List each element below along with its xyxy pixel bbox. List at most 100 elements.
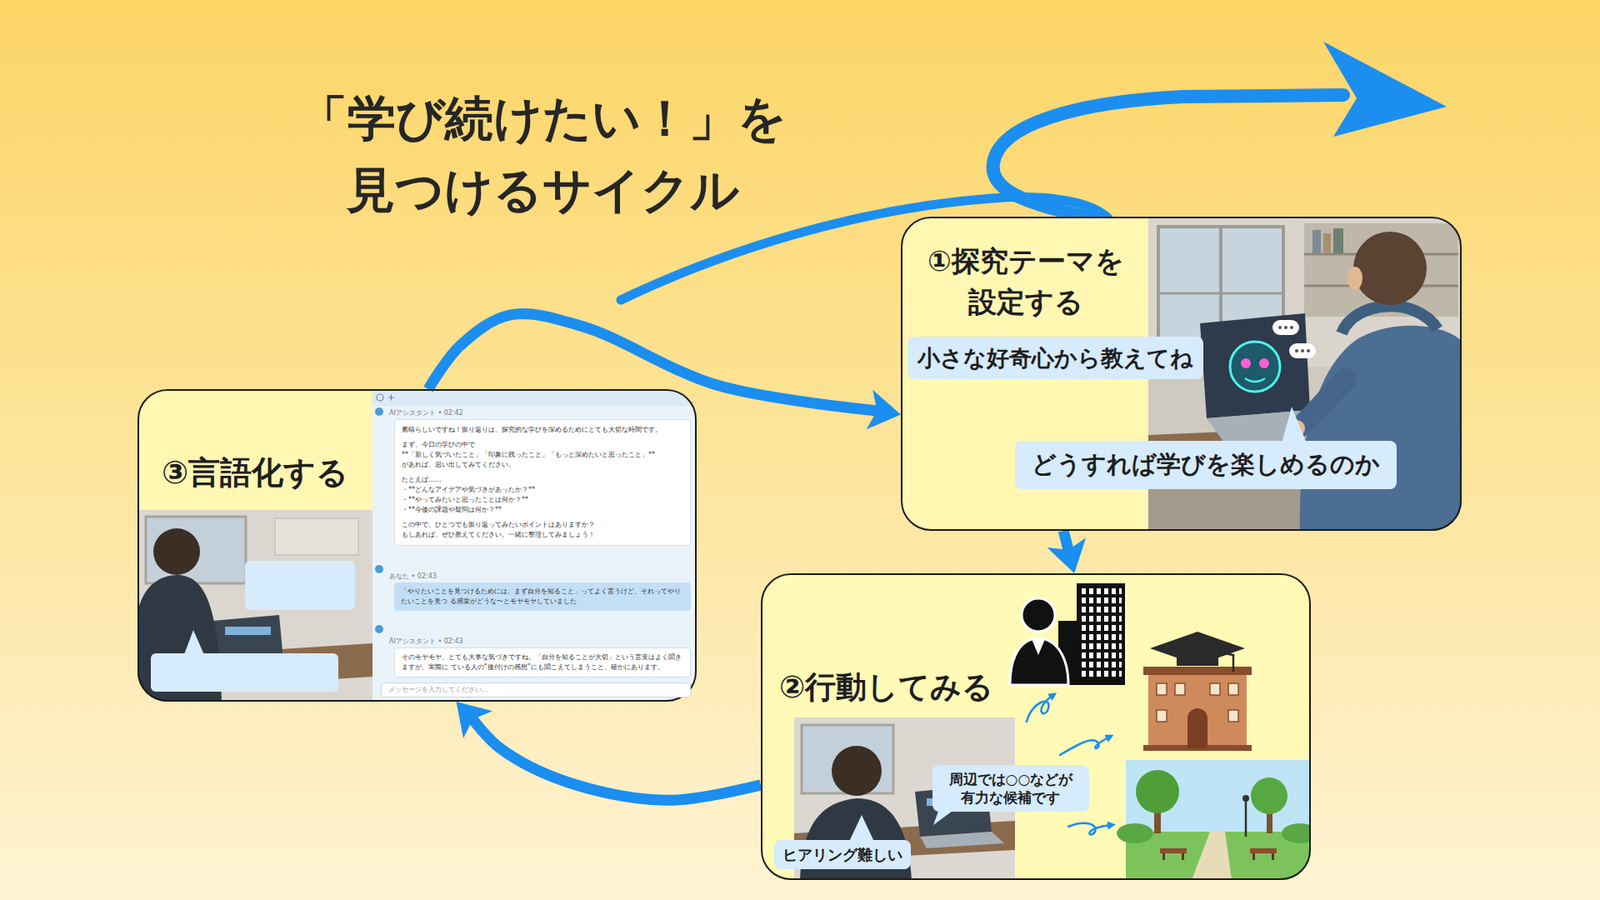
card-two-scene bbox=[1252, 853, 1255, 860]
speech-bubble: ヒアリング難しい bbox=[774, 840, 911, 870]
card-three-scene bbox=[275, 518, 359, 555]
card-one-scene bbox=[1347, 266, 1363, 290]
diagram-title: 「学び続けたい！」を 見つけるサイクル bbox=[291, 83, 795, 227]
card-one-scene bbox=[1295, 349, 1299, 353]
message-text: 素晴らしいですね！振り返りは、探究的な学びを深めるためにとても大切な時間です。 bbox=[401, 425, 684, 435]
card-two-scene bbox=[1125, 760, 1311, 880]
card-three-scene bbox=[137, 389, 697, 702]
card-two-scene bbox=[831, 745, 882, 796]
card-two-scene bbox=[1210, 683, 1220, 695]
cycle-arrow bbox=[428, 314, 878, 412]
speaker-label: AIアシスタント • 02:42 bbox=[389, 409, 464, 418]
card-two-scene bbox=[920, 831, 1005, 849]
card-two-scene bbox=[760, 573, 1311, 880]
bubble-text: どうすれば学びを楽しめるのか bbox=[1031, 449, 1380, 481]
card-two-scene bbox=[1162, 853, 1165, 860]
message-text: そのモヤモヤ、とても大事な気づきですね。「自分を知ることが大切」という言葉はよく… bbox=[401, 652, 684, 673]
card-one-scene bbox=[1304, 223, 1459, 317]
card-three-scene bbox=[225, 626, 271, 635]
card-two-scene bbox=[1191, 831, 1232, 880]
card-two-scene bbox=[1156, 710, 1167, 722]
card-two-scene bbox=[1250, 848, 1277, 854]
spiral-arrow-head bbox=[1323, 41, 1447, 137]
card-two-scene bbox=[1242, 795, 1250, 802]
arrow-head bbox=[866, 390, 901, 430]
card-two-scene bbox=[1021, 598, 1055, 632]
doodle-arrow bbox=[1060, 736, 1110, 755]
card-two-scene bbox=[1080, 588, 1122, 680]
message-text: ・**やってみたいと思ったことは何か？** bbox=[401, 495, 684, 505]
card-two-scene bbox=[1281, 823, 1311, 844]
card-two-scene bbox=[1228, 683, 1239, 695]
card-one-scene bbox=[1284, 325, 1288, 330]
arrow-head bbox=[455, 701, 493, 739]
card-two-scene bbox=[1181, 853, 1185, 860]
card-one-scene bbox=[1353, 231, 1427, 305]
card-two-scene bbox=[1228, 710, 1239, 722]
message-text: があれば、思い出してみてください。 bbox=[401, 460, 684, 470]
card-three-scene bbox=[150, 653, 339, 692]
card-one-scene bbox=[1158, 292, 1284, 295]
card-three-scene bbox=[388, 395, 395, 401]
card-two-scene bbox=[1245, 800, 1248, 837]
card-three-scene bbox=[375, 565, 384, 574]
card-one-scene bbox=[1278, 325, 1282, 330]
card-three-scene bbox=[137, 389, 697, 702]
card-three-scene bbox=[153, 528, 200, 575]
card-one-scene bbox=[1200, 313, 1310, 419]
doodle-arrow bbox=[1026, 695, 1054, 722]
card-one-scene bbox=[1300, 349, 1305, 353]
card-one-scene bbox=[1289, 343, 1316, 359]
step-card: ①探究テーマを 設定する小さな好奇心から教えてねどうすれば学びを楽しめるのか bbox=[900, 216, 1462, 531]
card-two-scene bbox=[848, 815, 875, 844]
card-two-scene bbox=[1010, 638, 1069, 685]
speech-bubble: どうすれば学びを楽しめるのか bbox=[1015, 440, 1397, 490]
card-two-scene bbox=[1031, 639, 1045, 655]
cycle-arrow bbox=[1063, 530, 1069, 551]
spiral-arrow bbox=[993, 95, 1344, 220]
cycle-arrow bbox=[472, 718, 761, 800]
card-three-scene bbox=[375, 407, 384, 416]
bubble-text: 小さな好奇心から教えてね bbox=[917, 343, 1194, 373]
card-three-scene bbox=[375, 625, 384, 634]
card-one-scene bbox=[1272, 320, 1300, 335]
card-one-scene bbox=[1341, 305, 1438, 334]
placeholder-text: メッセージを入力してください... bbox=[388, 685, 684, 695]
chat-message: そのモヤモヤ、とても大事な気づきですね。「自分を知ることが大切」という言葉はよく… bbox=[394, 647, 691, 678]
card-three-scene bbox=[137, 510, 373, 702]
card-one-scene bbox=[1300, 325, 1462, 531]
card-one-scene bbox=[1245, 378, 1265, 382]
card-one-scene bbox=[1240, 358, 1251, 369]
message-text: まず、今日の学びの中で bbox=[401, 440, 684, 450]
message-text: **「新しく気づいたこと」「印象に残ったこと」「もっと深めたいと思ったこと」** bbox=[401, 450, 684, 460]
card-one-scene bbox=[1281, 406, 1307, 444]
chat-input-box: メッセージを入力してください... bbox=[380, 682, 691, 698]
card-one-scene bbox=[1333, 228, 1344, 254]
step-card: ②行動してみる周辺では○○などが 有力な候補ですヒアリング難しい bbox=[760, 573, 1311, 880]
message-text: 「やりたいことを見つけるためには、まず自分を知ること」ってよく言うけど、それって… bbox=[400, 586, 685, 607]
card-one-scene bbox=[1259, 358, 1270, 369]
card-two-scene bbox=[1175, 683, 1185, 695]
message-text: たとえば…… bbox=[401, 475, 684, 485]
message-text: もしあれば、ぜひ教えてください。一緒に整理してみましょう！ bbox=[401, 530, 684, 540]
cycle-connector bbox=[428, 314, 901, 430]
message-text: この中で、ひとつでも振り返ってみたいポイントはありますか？ bbox=[401, 520, 684, 530]
card-three-scene bbox=[145, 516, 246, 584]
card-two-scene bbox=[1076, 583, 1125, 685]
card-two-scene bbox=[1148, 673, 1247, 749]
card-three-scene bbox=[376, 394, 384, 401]
step-heading: ①探究テーマを 設定する bbox=[920, 240, 1131, 324]
card-three-scene bbox=[372, 389, 697, 406]
card-two-scene bbox=[760, 573, 1311, 880]
bubble-text: ヒアリング難しい bbox=[782, 845, 903, 865]
speech-bubble: 周辺では○○などが 有力な候補です bbox=[932, 765, 1090, 812]
card-two-scene bbox=[1135, 770, 1180, 814]
bubble-text: 周辺では○○などが 有力な候補です bbox=[944, 770, 1078, 807]
card-two-scene bbox=[1143, 666, 1252, 675]
card-two-scene bbox=[1116, 823, 1154, 844]
card-two-scene bbox=[1160, 848, 1187, 854]
step-heading: ②行動してみる bbox=[779, 665, 1326, 710]
card-two-scene bbox=[1156, 683, 1167, 695]
card-one-scene bbox=[1306, 349, 1310, 353]
